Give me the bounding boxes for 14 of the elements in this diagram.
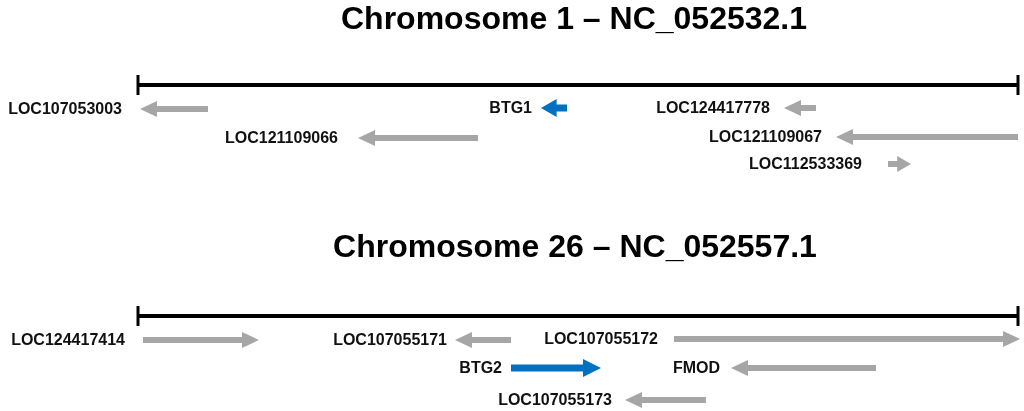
- gene-label: LOC121109067: [709, 127, 822, 147]
- gene-label: BTG1: [489, 98, 532, 118]
- gene-label: LOC107055173: [498, 390, 612, 410]
- gene-label: LOC107053003: [8, 99, 122, 119]
- chromosome-heading: Chromosome 1 – NC_052532.1: [341, 2, 807, 34]
- gene-label: FMOD: [672, 358, 720, 378]
- gene-label: LOC121109066: [225, 128, 338, 148]
- gene-label: LOC112533369: [749, 154, 862, 174]
- gene-label: BTG2: [459, 358, 502, 378]
- chromosome-heading: Chromosome 26 – NC_052557.1: [333, 230, 817, 262]
- gene-label: LOC107055171: [333, 330, 447, 350]
- gene-label: LOC107055172: [544, 329, 658, 349]
- gene-label: LOC124417778: [656, 98, 770, 118]
- gene-label: LOC124417414: [11, 330, 125, 350]
